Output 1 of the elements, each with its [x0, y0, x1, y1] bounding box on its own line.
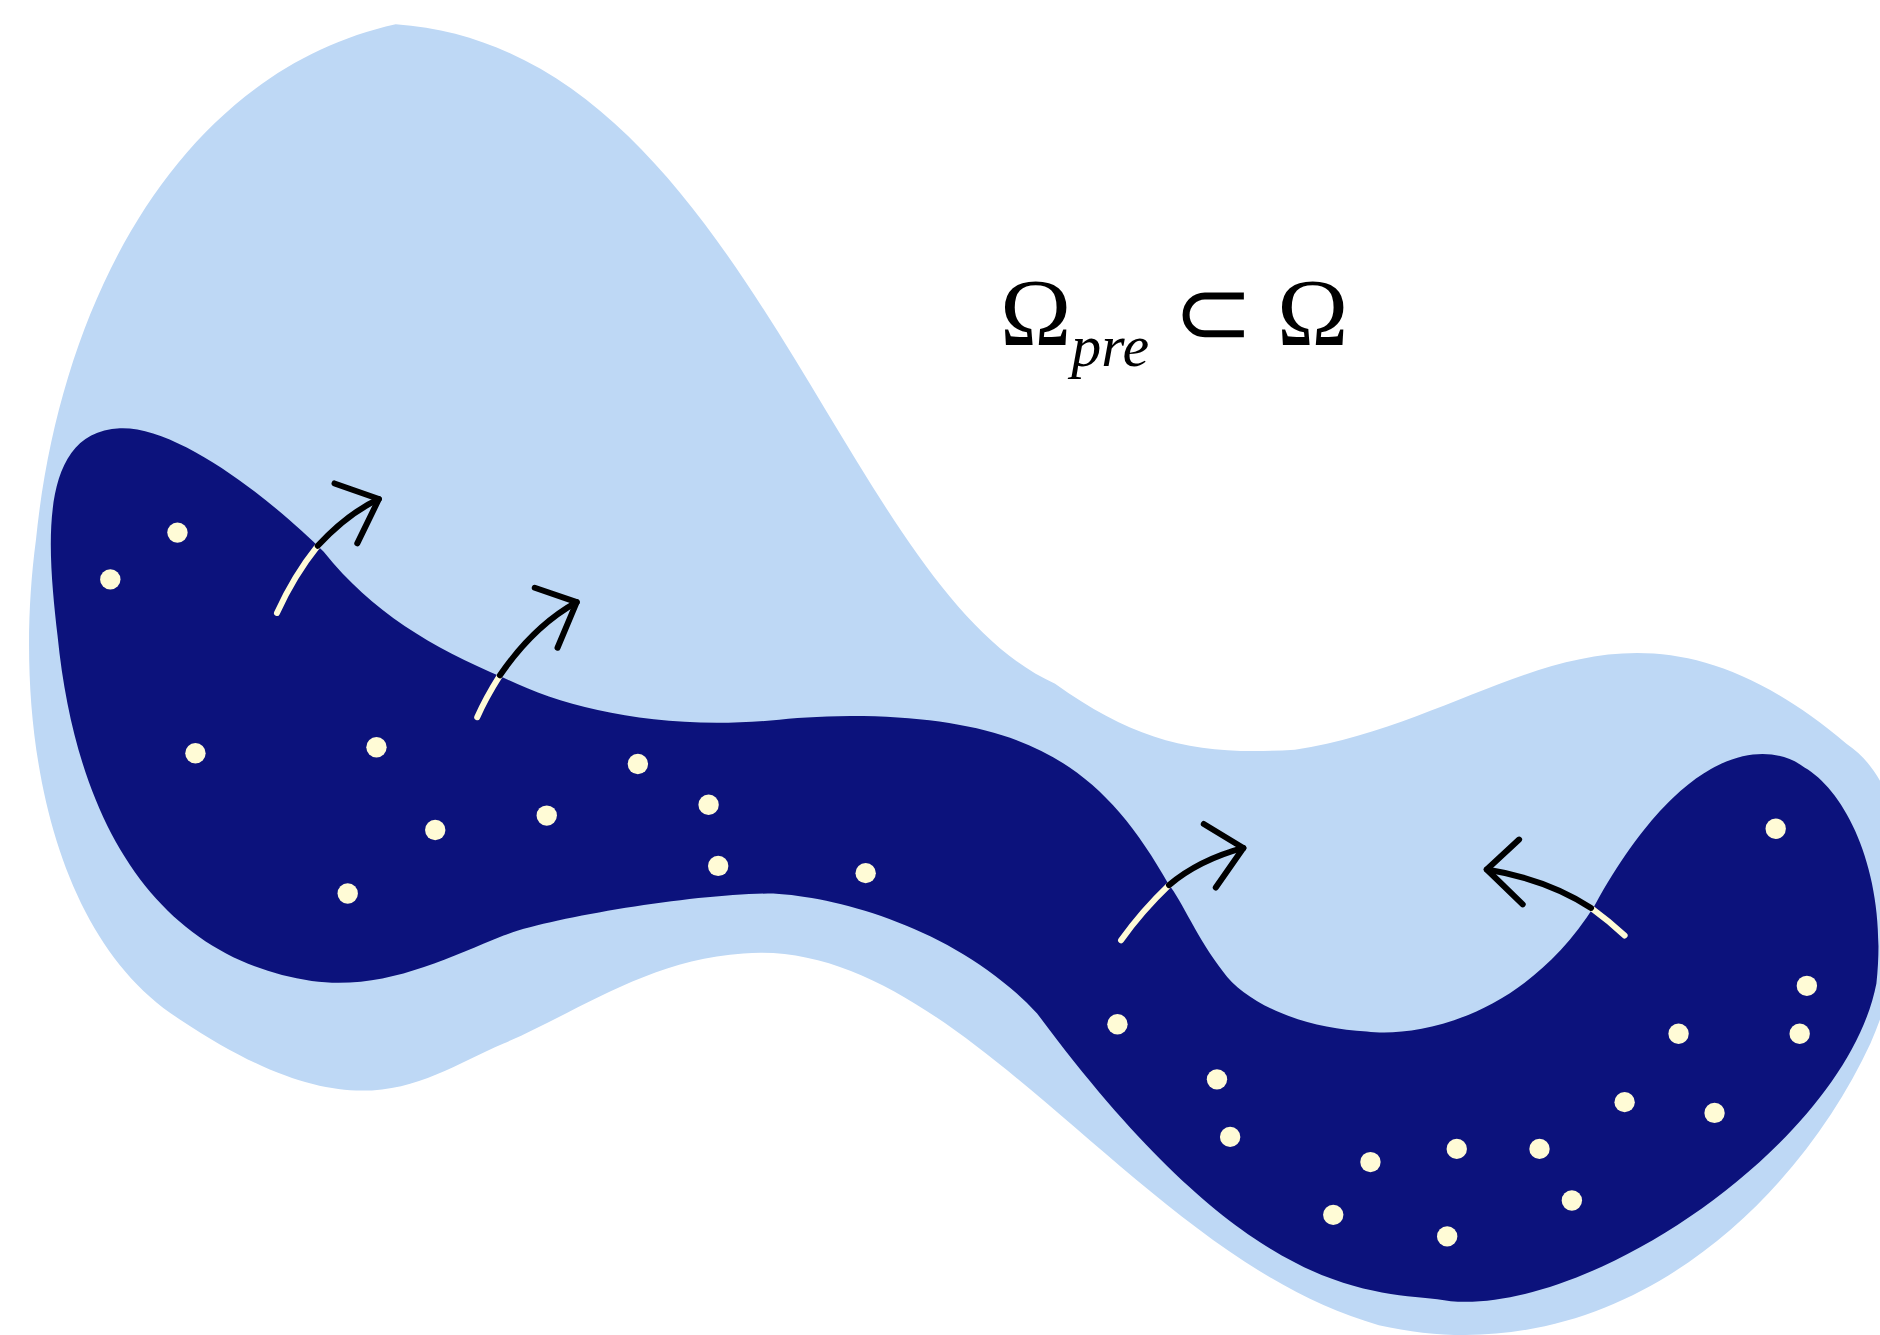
set-inclusion-formula: Ω$_{pre}$ ⊂ Ω: [1000, 258, 1349, 381]
